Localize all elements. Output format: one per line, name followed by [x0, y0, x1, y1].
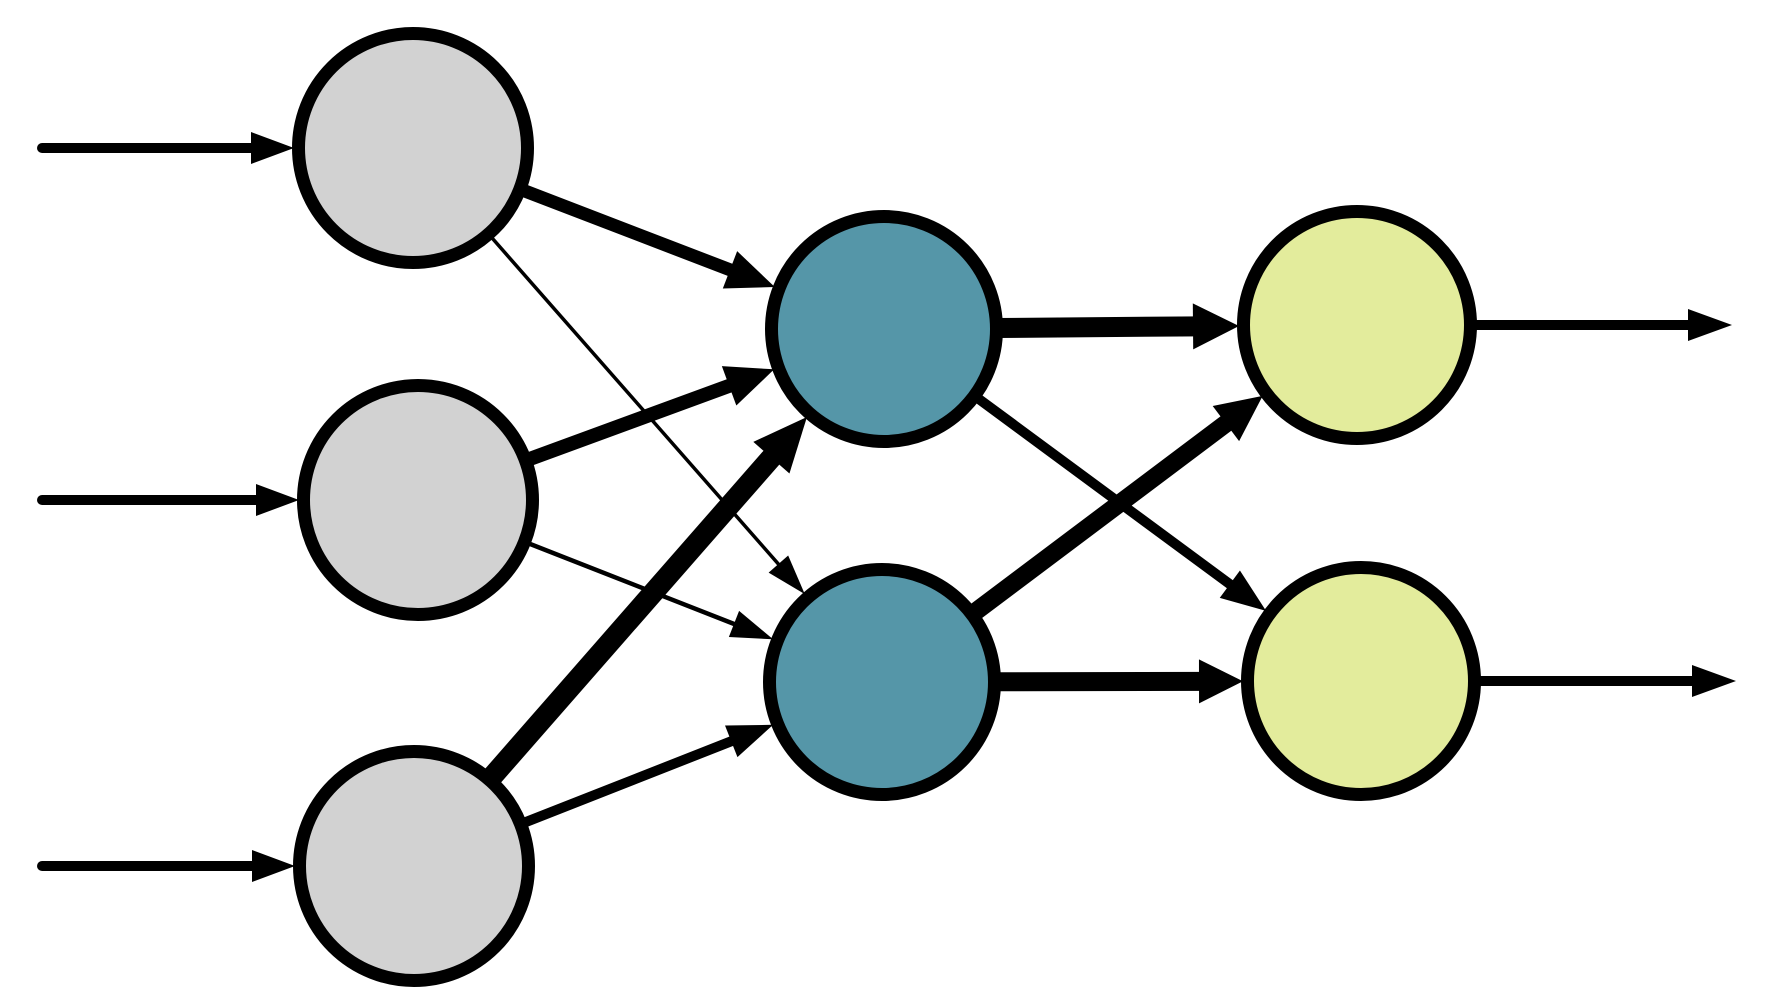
input-neuron-3 [293, 745, 535, 987]
output-arrow-2-arrowhead-icon [1692, 665, 1736, 697]
edge-input3-hidden1-arrowhead-icon [753, 417, 807, 474]
edge-input2-hidden2-arrowhead-icon [728, 610, 774, 640]
edge-input1-hidden1-shaft [513, 182, 743, 279]
edge-input2-hidden2 [522, 539, 774, 640]
hidden-neuron-1 [765, 210, 1003, 448]
edge-hidden1-output1 [986, 303, 1240, 350]
input-arrow-2-arrowhead-icon [256, 484, 299, 516]
edge-hidden1-output1-shaft [986, 316, 1210, 339]
edge-hidden2-output2-arrowhead-icon [1198, 659, 1244, 704]
edge-input1-hidden2-arrowhead-icon [768, 555, 805, 595]
input-arrow-3 [37, 850, 295, 882]
output-neuron-1 [1237, 205, 1477, 445]
edge-hidden2-output1-shaft [963, 410, 1240, 624]
edge-hidden1-output2-shaft [969, 391, 1240, 593]
edge-hidden2-output2 [985, 659, 1244, 704]
edge-input2-hidden2-shaft [522, 539, 742, 629]
input-arrow-1 [37, 132, 294, 164]
edge-input3-hidden2-arrowhead-icon [725, 724, 774, 758]
input-neuron-2 [297, 379, 539, 621]
output-neuron-2 [1241, 561, 1481, 801]
edge-input3-hidden1-shaft [479, 442, 786, 790]
edge-hidden2-output1 [963, 395, 1263, 624]
input-arrow-1-arrowhead-icon [251, 132, 294, 164]
edge-hidden1-output2 [969, 391, 1267, 611]
hidden-neuron-2 [763, 563, 1001, 801]
edge-hidden1-output1-arrowhead-icon [1192, 303, 1240, 350]
edge-input2-hidden1-shaft [518, 376, 742, 468]
edge-input2-hidden1 [518, 366, 775, 468]
edge-input1-hidden1-arrowhead-icon [722, 251, 775, 289]
edge-hidden1-output2-arrowhead-icon [1219, 570, 1267, 611]
input-neuron-1 [292, 27, 534, 269]
output-arrow-1 [1466, 309, 1732, 341]
edge-input3-hidden2-shaft [516, 734, 742, 829]
output-arrow-1-arrowhead-icon [1688, 309, 1732, 341]
edge-hidden2-output1-arrowhead-icon [1212, 395, 1263, 442]
input-arrow-2 [37, 484, 299, 516]
input-arrow-3-arrowhead-icon [252, 850, 295, 882]
output-arrow-2 [1470, 665, 1736, 697]
edge-input2-hidden1-arrowhead-icon [721, 366, 775, 406]
edge-input3-hidden1 [479, 417, 807, 790]
edge-input3-hidden2 [516, 724, 774, 829]
edge-input1-hidden1 [513, 182, 775, 289]
